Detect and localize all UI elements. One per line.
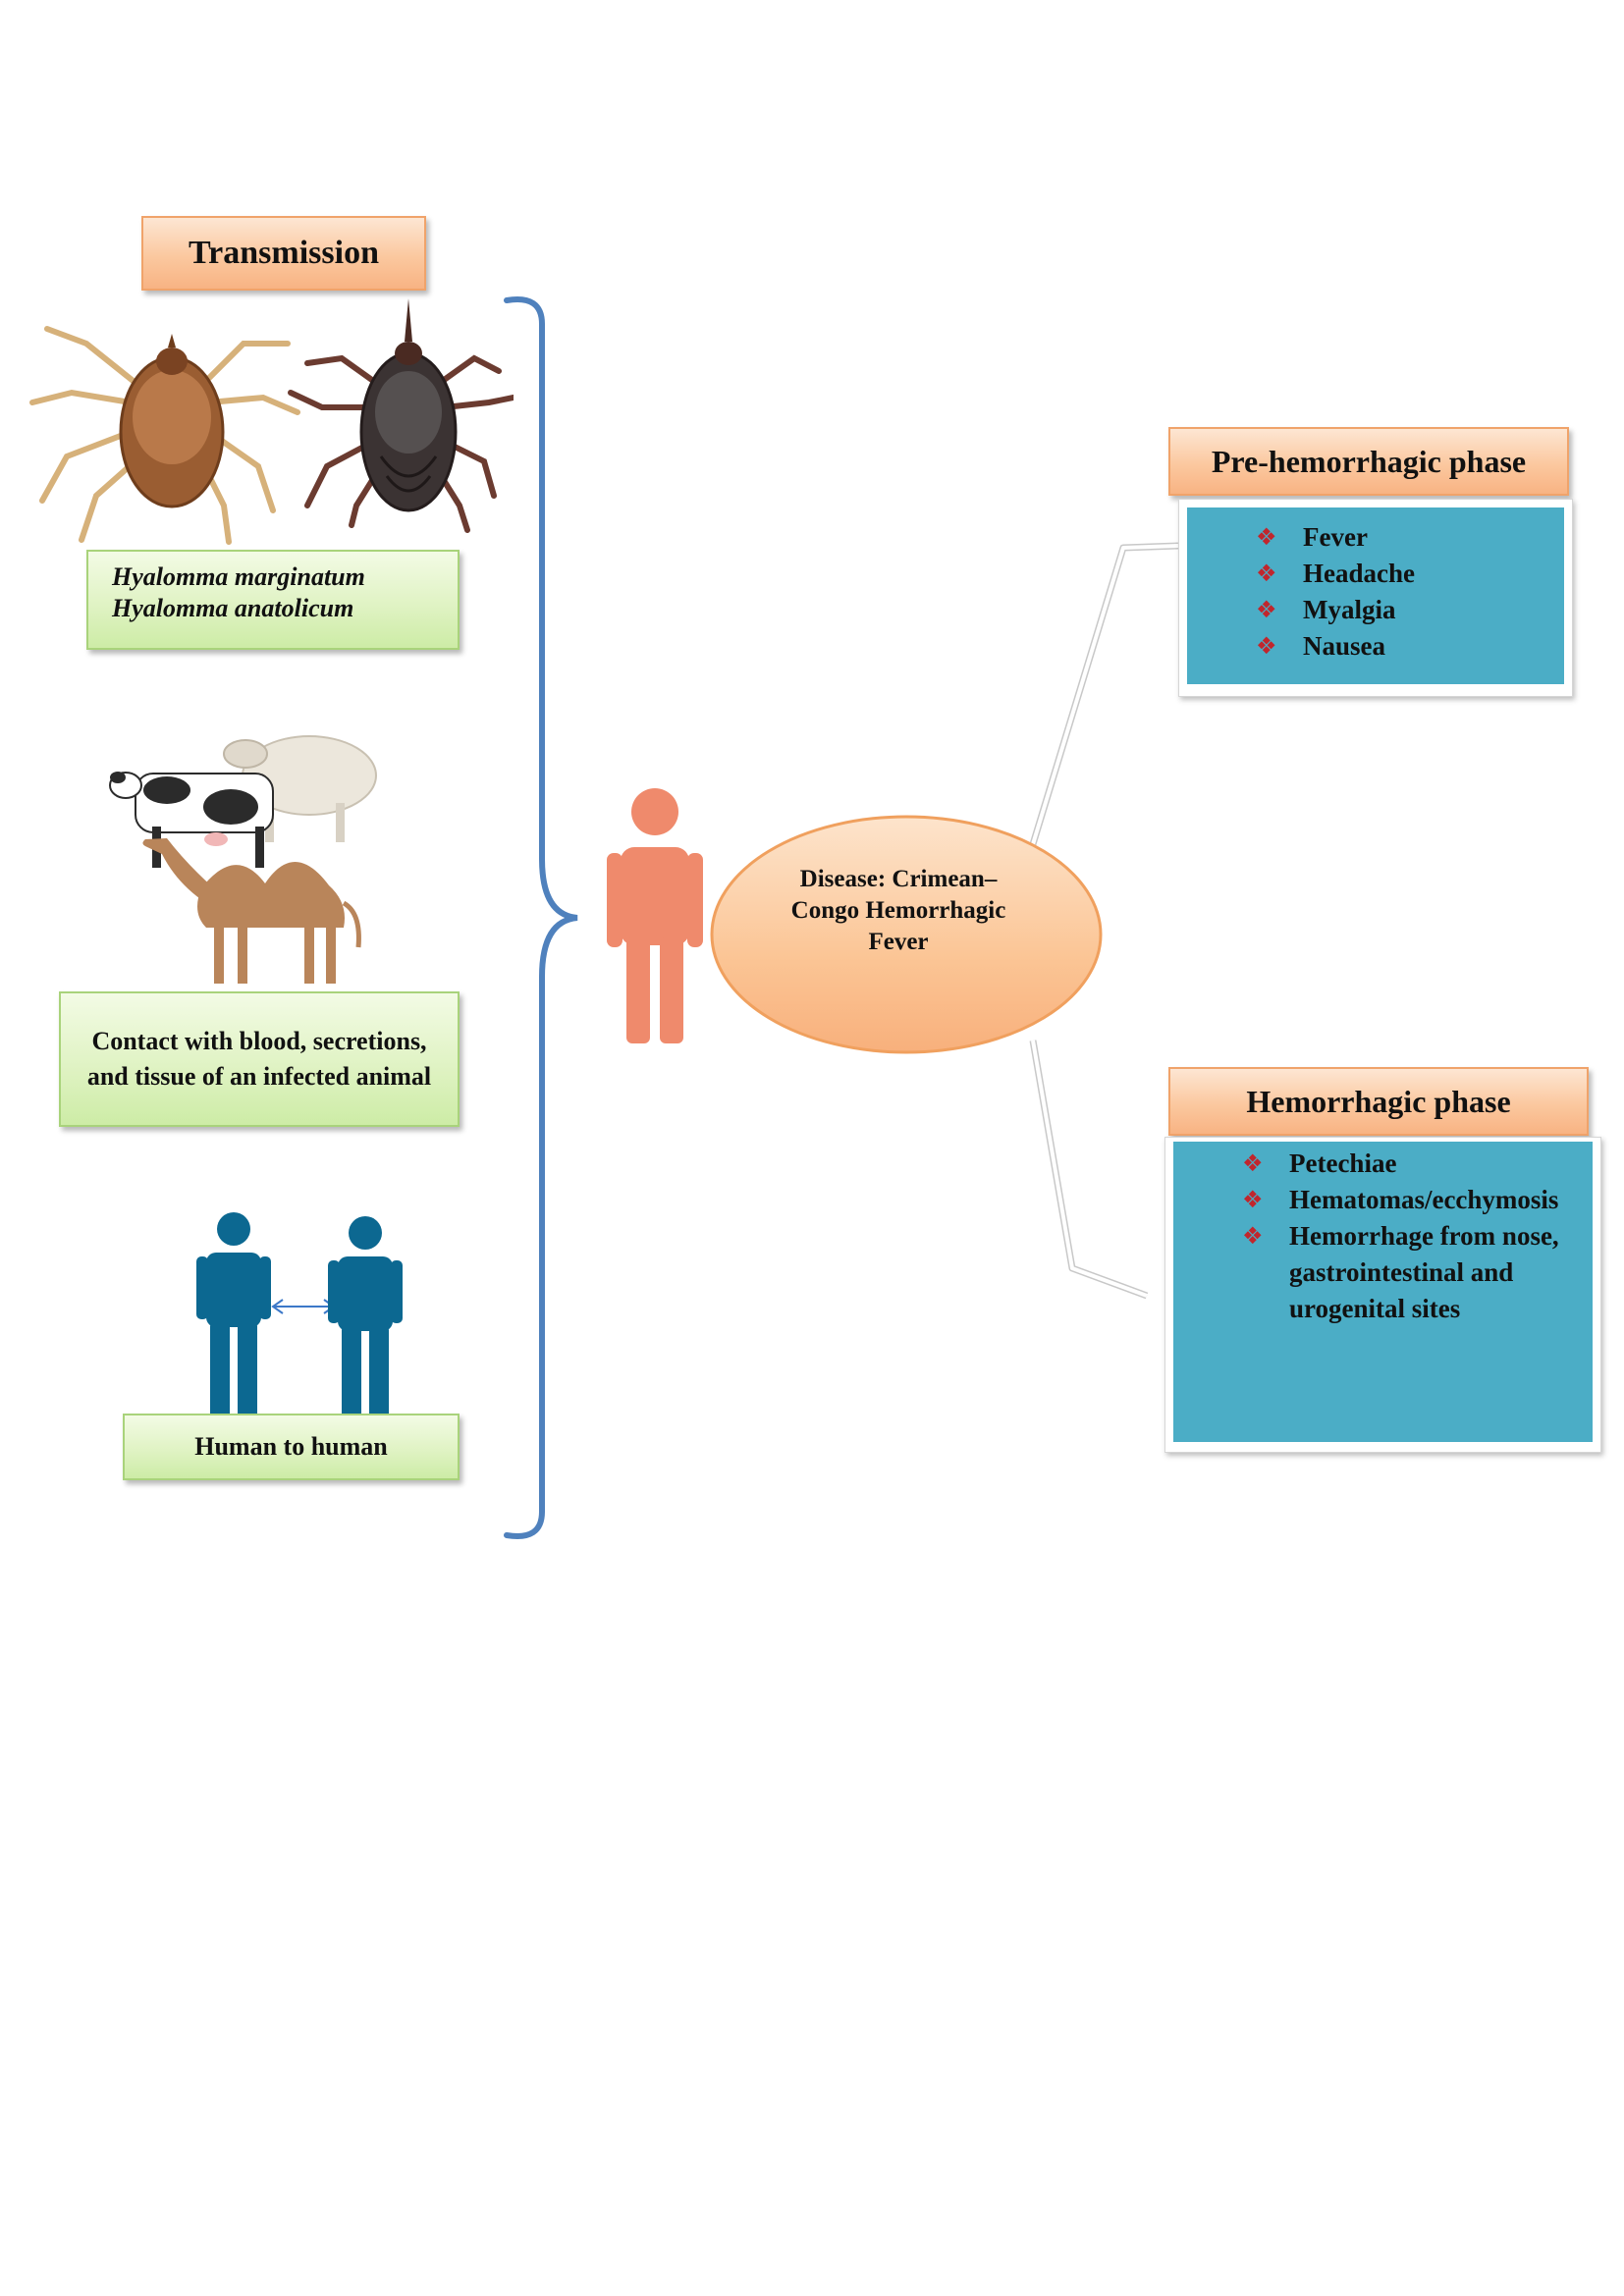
symptom-item: ❖Myalgia <box>1256 592 1415 628</box>
hemorrhagic-symptoms-box: ❖Petechiae ❖Hematomas/ecchymosis ❖Hemorr… <box>1164 1137 1601 1453</box>
human-to-human-image <box>196 1212 403 1423</box>
animals-label-box: Contact with blood, secretions, and tiss… <box>59 991 460 1127</box>
tick-species-2: Hyalomma anatolicum <box>112 594 354 622</box>
double-arrow-icon <box>271 1299 336 1314</box>
patient-person-icon <box>607 788 703 1043</box>
diamond-bullet-icon: ❖ <box>1256 523 1277 551</box>
pre-hemorrhagic-title: Pre-hemorrhagic phase <box>1168 427 1569 496</box>
hemorrhagic-title: Hemorrhagic phase <box>1168 1067 1589 1136</box>
diamond-bullet-icon: ❖ <box>1242 1149 1264 1177</box>
diamond-bullet-icon: ❖ <box>1256 560 1277 587</box>
camel-icon <box>142 838 361 984</box>
ticks-species-box: Hyalomma marginatum Hyalomma anatolicum <box>86 550 460 650</box>
brown-tick-icon <box>29 326 300 545</box>
person-icon-right <box>328 1216 403 1423</box>
symptom-item: ❖Nausea <box>1256 628 1415 665</box>
connector-lines <box>1029 542 1179 1300</box>
disease-ellipse <box>710 815 1103 1054</box>
symptom-item: ❖Fever <box>1256 519 1415 556</box>
cow-icon <box>109 772 274 868</box>
symptom-item: ❖Hemorrhage from nose, gastrointestinal … <box>1242 1218 1581 1327</box>
diamond-bullet-icon: ❖ <box>1242 1222 1264 1250</box>
symptom-item: ❖Headache <box>1256 556 1415 592</box>
animals-label: Contact with blood, secretions, and tiss… <box>86 1027 432 1091</box>
human-label: Human to human <box>194 1432 388 1461</box>
hemorrhagic-symptom-list: ❖Petechiae ❖Hematomas/ecchymosis ❖Hemorr… <box>1242 1146 1581 1327</box>
pre-hemorrhagic-title-text: Pre-hemorrhagic phase <box>1211 443 1527 479</box>
pre-hemorrhagic-symptom-list: ❖Fever ❖Headache ❖Myalgia ❖Nausea <box>1256 519 1415 665</box>
diamond-bullet-icon: ❖ <box>1242 1186 1264 1213</box>
human-label-box: Human to human <box>123 1414 460 1480</box>
diamond-bullet-icon: ❖ <box>1256 596 1277 623</box>
symptom-item: ❖Petechiae <box>1242 1146 1581 1182</box>
disease-label: Disease: Crimean–Congo Hemorrhagic Fever <box>790 866 1006 955</box>
person-icon-left <box>196 1212 271 1419</box>
sheep-icon <box>223 735 377 842</box>
tick-species-1: Hyalomma marginatum <box>112 562 365 591</box>
transmission-title: Transmission <box>141 216 426 291</box>
animals-image <box>109 735 377 984</box>
transmission-title-text: Transmission <box>189 235 379 271</box>
pre-hemorrhagic-symptoms-box: ❖Fever ❖Headache ❖Myalgia ❖Nausea <box>1178 499 1573 697</box>
ticks-image <box>29 298 514 545</box>
hemorrhagic-title-text: Hemorrhagic phase <box>1246 1083 1511 1119</box>
symptom-item: ❖Hematomas/ecchymosis <box>1242 1182 1581 1218</box>
transmission-bracket <box>504 296 578 1539</box>
diamond-bullet-icon: ❖ <box>1256 632 1277 660</box>
